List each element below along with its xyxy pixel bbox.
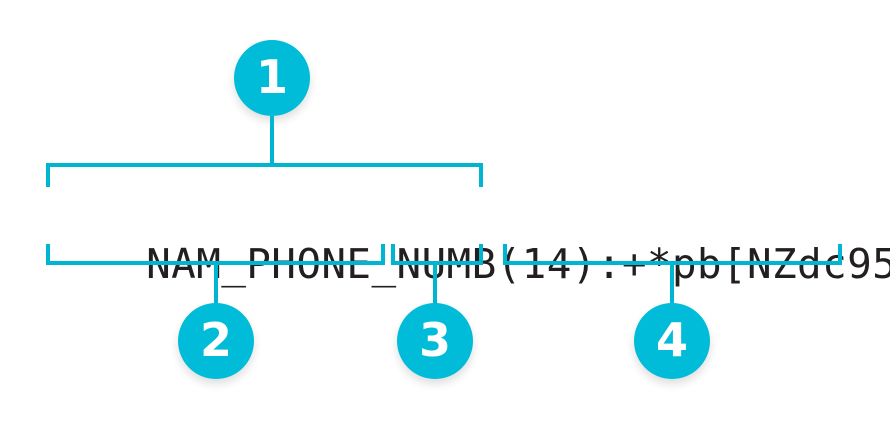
callout-4-bracket-left-tick (503, 244, 507, 265)
callout-badge-3-label: 3 (418, 312, 451, 367)
annotated-string: NAM_PHONE_NUMB(14):+*pb[NZdc95tLB (46, 186, 890, 288)
callout-4-stem (670, 261, 674, 309)
callout-badge-1-label: 1 (255, 49, 288, 104)
callout-3-stem (433, 261, 437, 309)
callout-1-bracket-left-tick (46, 163, 50, 187)
callout-2-stem (214, 261, 218, 309)
callout-4-bracket-right-tick (838, 244, 842, 265)
callout-3-bracket-right-tick (479, 244, 483, 265)
callout-badge-2: 2 (178, 303, 254, 379)
callout-3-bracket-span (391, 261, 483, 265)
callout-1-stem (270, 116, 274, 167)
callout-badge-2-label: 2 (199, 312, 232, 367)
callout-badge-4-label: 4 (655, 312, 688, 367)
callout-2-bracket-right-tick (381, 244, 385, 265)
callout-3-bracket-left-tick (391, 244, 395, 265)
callout-badge-3: 3 (397, 303, 473, 379)
callout-badge-1: 1 (234, 40, 310, 116)
callout-1-bracket-span (46, 163, 483, 167)
callout-1-bracket-right-tick (479, 163, 483, 187)
callout-badge-4: 4 (634, 303, 710, 379)
callout-2-bracket-left-tick (46, 244, 50, 265)
